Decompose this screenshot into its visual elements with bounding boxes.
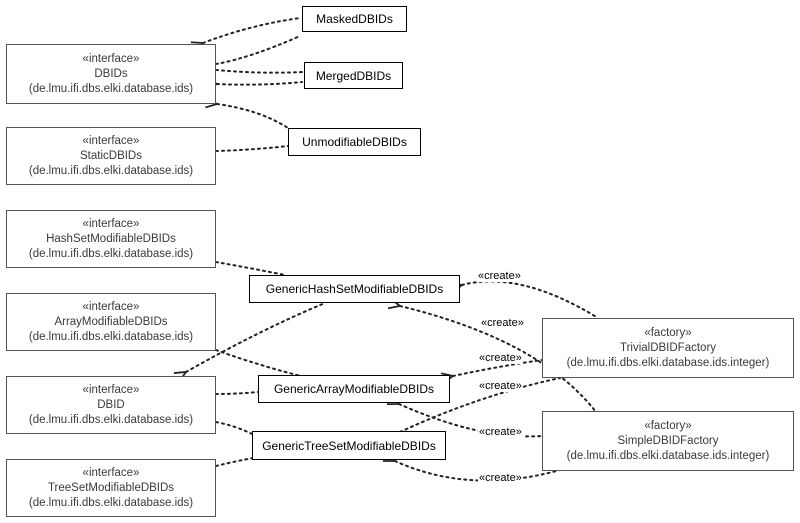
class-generic-array-modifiable-dbids[interactable]: GenericArrayModifiableDBIDs [258,375,450,403]
stereotype: «factory» [644,326,692,339]
class-name: MaskedDBIDs [316,12,393,26]
factory-simple-dbid[interactable]: «factory» SimpleDBIDFactory (de.lmu.ifi.… [542,411,794,471]
interface-name: TreeSetModifiableDBIDs [47,481,175,494]
stereotype: «interface» [82,383,140,396]
edge-gtree-dbid [216,422,253,435]
stereotype: «factory» [644,419,692,432]
class-name: GenericHashSetModifiableDBIDs [265,282,444,296]
create-trivial-gtree [400,377,561,432]
stereotype: «interface» [82,134,140,147]
edge-ghash-dbid [186,302,326,372]
create-simple-ghash [400,306,597,413]
interface-name: DBIDs [94,67,128,80]
package-name: (de.lmu.ifi.dbs.elki.database.ids) [28,247,194,260]
factory-trivial-dbid[interactable]: «factory» TrivialDBIDFactory (de.lmu.ifi… [542,318,794,378]
edge-garray-array [216,350,306,378]
create-simple-gtree [395,461,561,482]
edge-merged-dbids-1 [216,70,303,73]
edge-masked-dbids-2 [203,17,301,43]
edge-garray-dbid [216,392,259,394]
class-name: GenericTreeSetModifiableDBIDs [262,438,436,453]
class-name: MergedDBIDs [315,68,392,83]
stereotype: «interface» [82,52,140,65]
create-label-6: «create» [478,472,523,484]
class-masked-dbids[interactable]: MaskedDBIDs [302,6,407,32]
package-name: (de.lmu.ifi.dbs.elki.database.ids) [28,496,194,509]
create-label-5: «create» [478,426,523,438]
edge-unmod-static [216,145,289,151]
interface-name: HashSetModifiableDBIDs [46,232,176,245]
edge-masked-dbids-1 [216,35,301,64]
stereotype: «interface» [82,217,140,230]
create-label-2: «create» [480,317,525,329]
class-name: UnmodifiableDBIDs [302,135,407,149]
stereotype: «interface» [82,300,140,313]
class-generic-hashset-modifiable-dbids[interactable]: GenericHashSetModifiableDBIDs [249,275,460,303]
interface-treeset-modifiable-dbids[interactable]: «interface» TreeSetModifiableDBIDs (de.l… [6,459,216,517]
package-name: (de.lmu.ifi.dbs.elki.database.ids) [28,330,194,343]
class-unmodifiable-dbids[interactable]: UnmodifiableDBIDs [288,128,421,156]
create-trivial-ghash [462,280,599,319]
interface-array-modifiable-dbids[interactable]: «interface» ArrayModifiableDBIDs (de.lmu… [6,293,216,351]
class-generic-treeset-modifiable-dbids[interactable]: GenericTreeSetModifiableDBIDs [252,431,446,460]
interface-hashset-modifiable-dbids[interactable]: «interface» HashSetModifiableDBIDs (de.l… [6,210,216,268]
edge-unmod-dbids [217,104,289,129]
factory-name: TrivialDBIDFactory [619,341,717,354]
create-label-3: «create» [478,352,523,364]
create-label-1: «create» [477,270,522,282]
class-name: GenericArrayModifiableDBIDs [273,382,435,396]
create-label-4: «create» [478,380,523,392]
interface-dbids[interactable]: «interface» DBIDs (de.lmu.ifi.dbs.elki.d… [6,44,216,104]
interface-name: StaticDBIDs [80,149,142,162]
package-name: (de.lmu.ifi.dbs.elki.database.ids) [28,164,194,177]
interface-dbid[interactable]: «interface» DBID (de.lmu.ifi.dbs.elki.da… [6,376,216,434]
interface-static-dbids[interactable]: «interface» StaticDBIDs (de.lmu.ifi.dbs.… [6,127,216,185]
package-name: (de.lmu.ifi.dbs.elki.database.ids) [28,413,194,426]
edge-ghash-hashset [216,262,286,276]
interface-name: DBID [97,398,125,411]
package-name: (de.lmu.ifi.dbs.elki.database.ids.intege… [566,356,770,369]
edge-merged-dbids-2 [217,82,303,85]
class-merged-dbids[interactable]: MergedDBIDs [304,62,403,89]
package-name: (de.lmu.ifi.dbs.elki.database.ids.intege… [566,449,770,462]
factory-name: SimpleDBIDFactory [617,434,719,447]
interface-name: ArrayModifiableDBIDs [54,315,168,328]
create-simple-garray [399,404,543,438]
edge-gtree-treeset [216,455,266,466]
stereotype: «interface» [82,466,140,479]
package-name: (de.lmu.ifi.dbs.elki.database.ids) [28,82,194,95]
